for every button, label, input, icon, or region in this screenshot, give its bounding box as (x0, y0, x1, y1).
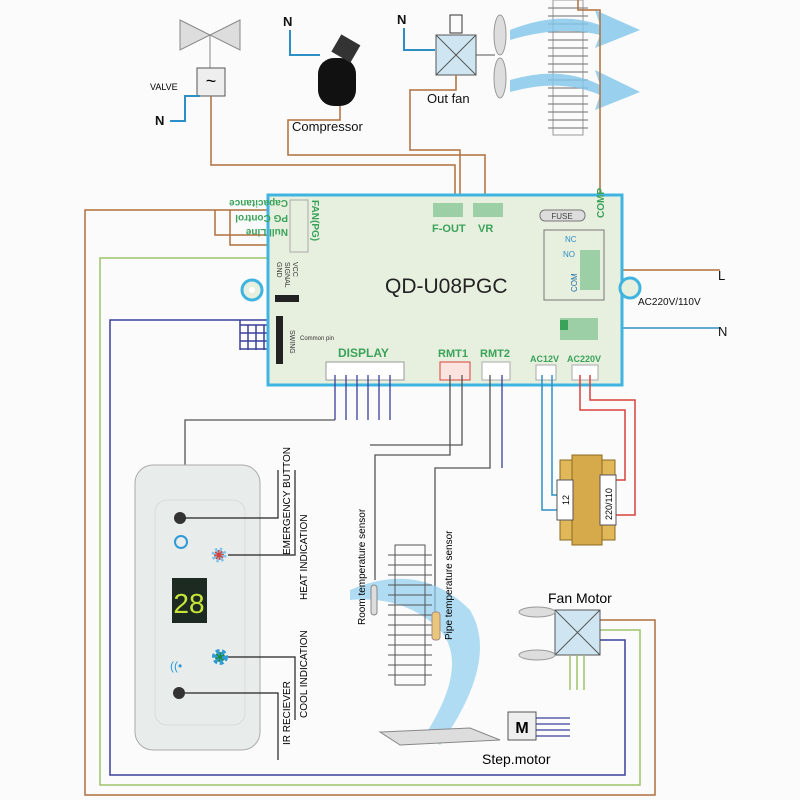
common-pin-label: Common pin (300, 336, 334, 342)
no-label: NO (563, 250, 575, 259)
line-label: L (718, 268, 725, 283)
fan-capacitance-wire (84, 209, 656, 796)
seven-segment-display (172, 578, 207, 623)
neutral-label: N (718, 324, 727, 339)
fan-neutral-label: N (397, 12, 406, 27)
ac220v-label: AC220V (567, 354, 601, 364)
room-sensor-label: Room temperature sensor (357, 508, 368, 625)
indoor-fan-motor: Fan Motor (518, 590, 612, 690)
airflow-arrow (510, 70, 640, 110)
out-fan-label: Out fan (427, 91, 470, 106)
ac-symbol-icon: ~ (206, 71, 217, 91)
vcc-pin-label: VCC (291, 262, 298, 277)
swing-label: SWING (288, 330, 295, 354)
transformer-220-label: 220/110 (604, 488, 614, 520)
transformer: 12 220/110 (556, 454, 617, 546)
null-line-label: Null Line (245, 226, 288, 237)
emergency-button[interactable] (174, 512, 186, 524)
cool-indication-label: COOL INDICATION (299, 630, 310, 718)
fan-motor-label: Fan Motor (548, 590, 612, 606)
comp-label: COMP (596, 188, 607, 218)
pg-feedback-wire (99, 257, 641, 786)
fuse-label: FUSE (551, 212, 572, 221)
fan-header-label: FAN(PG) (309, 200, 320, 241)
com-label: COM (570, 273, 579, 292)
signal-pin-label: SIGNAL (283, 262, 290, 288)
board-model: QD-U08PGC (385, 275, 508, 298)
display-panel: 28 ((• EMERGENCY BUTTON HEAT INDICATION … (134, 447, 310, 760)
display-connector-label: DISPLAY (338, 346, 389, 360)
outdoor-heat-exchanger (510, 0, 640, 136)
indoor-evaporator: Room temperature sensor Pipe temperature… (350, 508, 480, 745)
swing-header (276, 316, 283, 364)
valve-label: VALVE (150, 82, 178, 92)
outdoor-fan: N Out fan (397, 12, 507, 106)
cool-indicator-led (212, 649, 228, 665)
ir-receiver-label: IR RECIEVER (282, 681, 293, 745)
auto-icon (174, 535, 188, 549)
capacitance-label: Capacitance (229, 197, 288, 208)
rmt2-label: RMT2 (480, 348, 510, 360)
heat-indication-label: HEAT INDICATION (299, 514, 310, 600)
heat-indicator-led (211, 547, 227, 563)
rmt1-label: RMT1 (438, 348, 468, 360)
compressor-neutral-label: N (283, 14, 292, 29)
gnd-pin-label: GND (275, 262, 282, 278)
step-motor: M Step.motor (378, 711, 570, 767)
display-cable (184, 375, 503, 620)
compressor-label: Compressor (292, 119, 363, 134)
transformer-12v-label: 12 (561, 495, 571, 505)
supply-voltage-label: AC220V/110V (638, 297, 701, 308)
ir-receiver (173, 687, 185, 699)
motor-symbol: M (515, 720, 528, 737)
step-motor-label: Step.motor (482, 751, 551, 767)
ac12v-label: AC12V (530, 354, 559, 364)
valve-neutral-label: N (155, 113, 164, 128)
pg-header (275, 295, 299, 302)
control-board: QD-U08PGC FAN(PG) Capacitance PG Control… (229, 188, 642, 387)
temperature-digits: 28 (173, 588, 204, 619)
valve: ~ VALVE N (150, 19, 241, 128)
wifi-signal-icon: ((• (170, 659, 182, 673)
nc-label: NC (565, 235, 577, 244)
pipe-sensor-probe (431, 611, 441, 641)
relay-com-terminal (580, 250, 600, 290)
airflow-arrow (510, 10, 640, 48)
pg-control-label: PG Control (235, 212, 288, 223)
emergency-button-label: EMERGENCY BUTTON (282, 447, 293, 555)
vr-label: VR (478, 223, 493, 235)
swing-wire (109, 319, 626, 776)
pipe-sensor-label: Pipe temperature sensor (444, 530, 455, 640)
compressor: N Compressor (283, 14, 363, 134)
f-out-label: F-OUT (432, 223, 466, 235)
room-sensor-probe (370, 584, 378, 616)
